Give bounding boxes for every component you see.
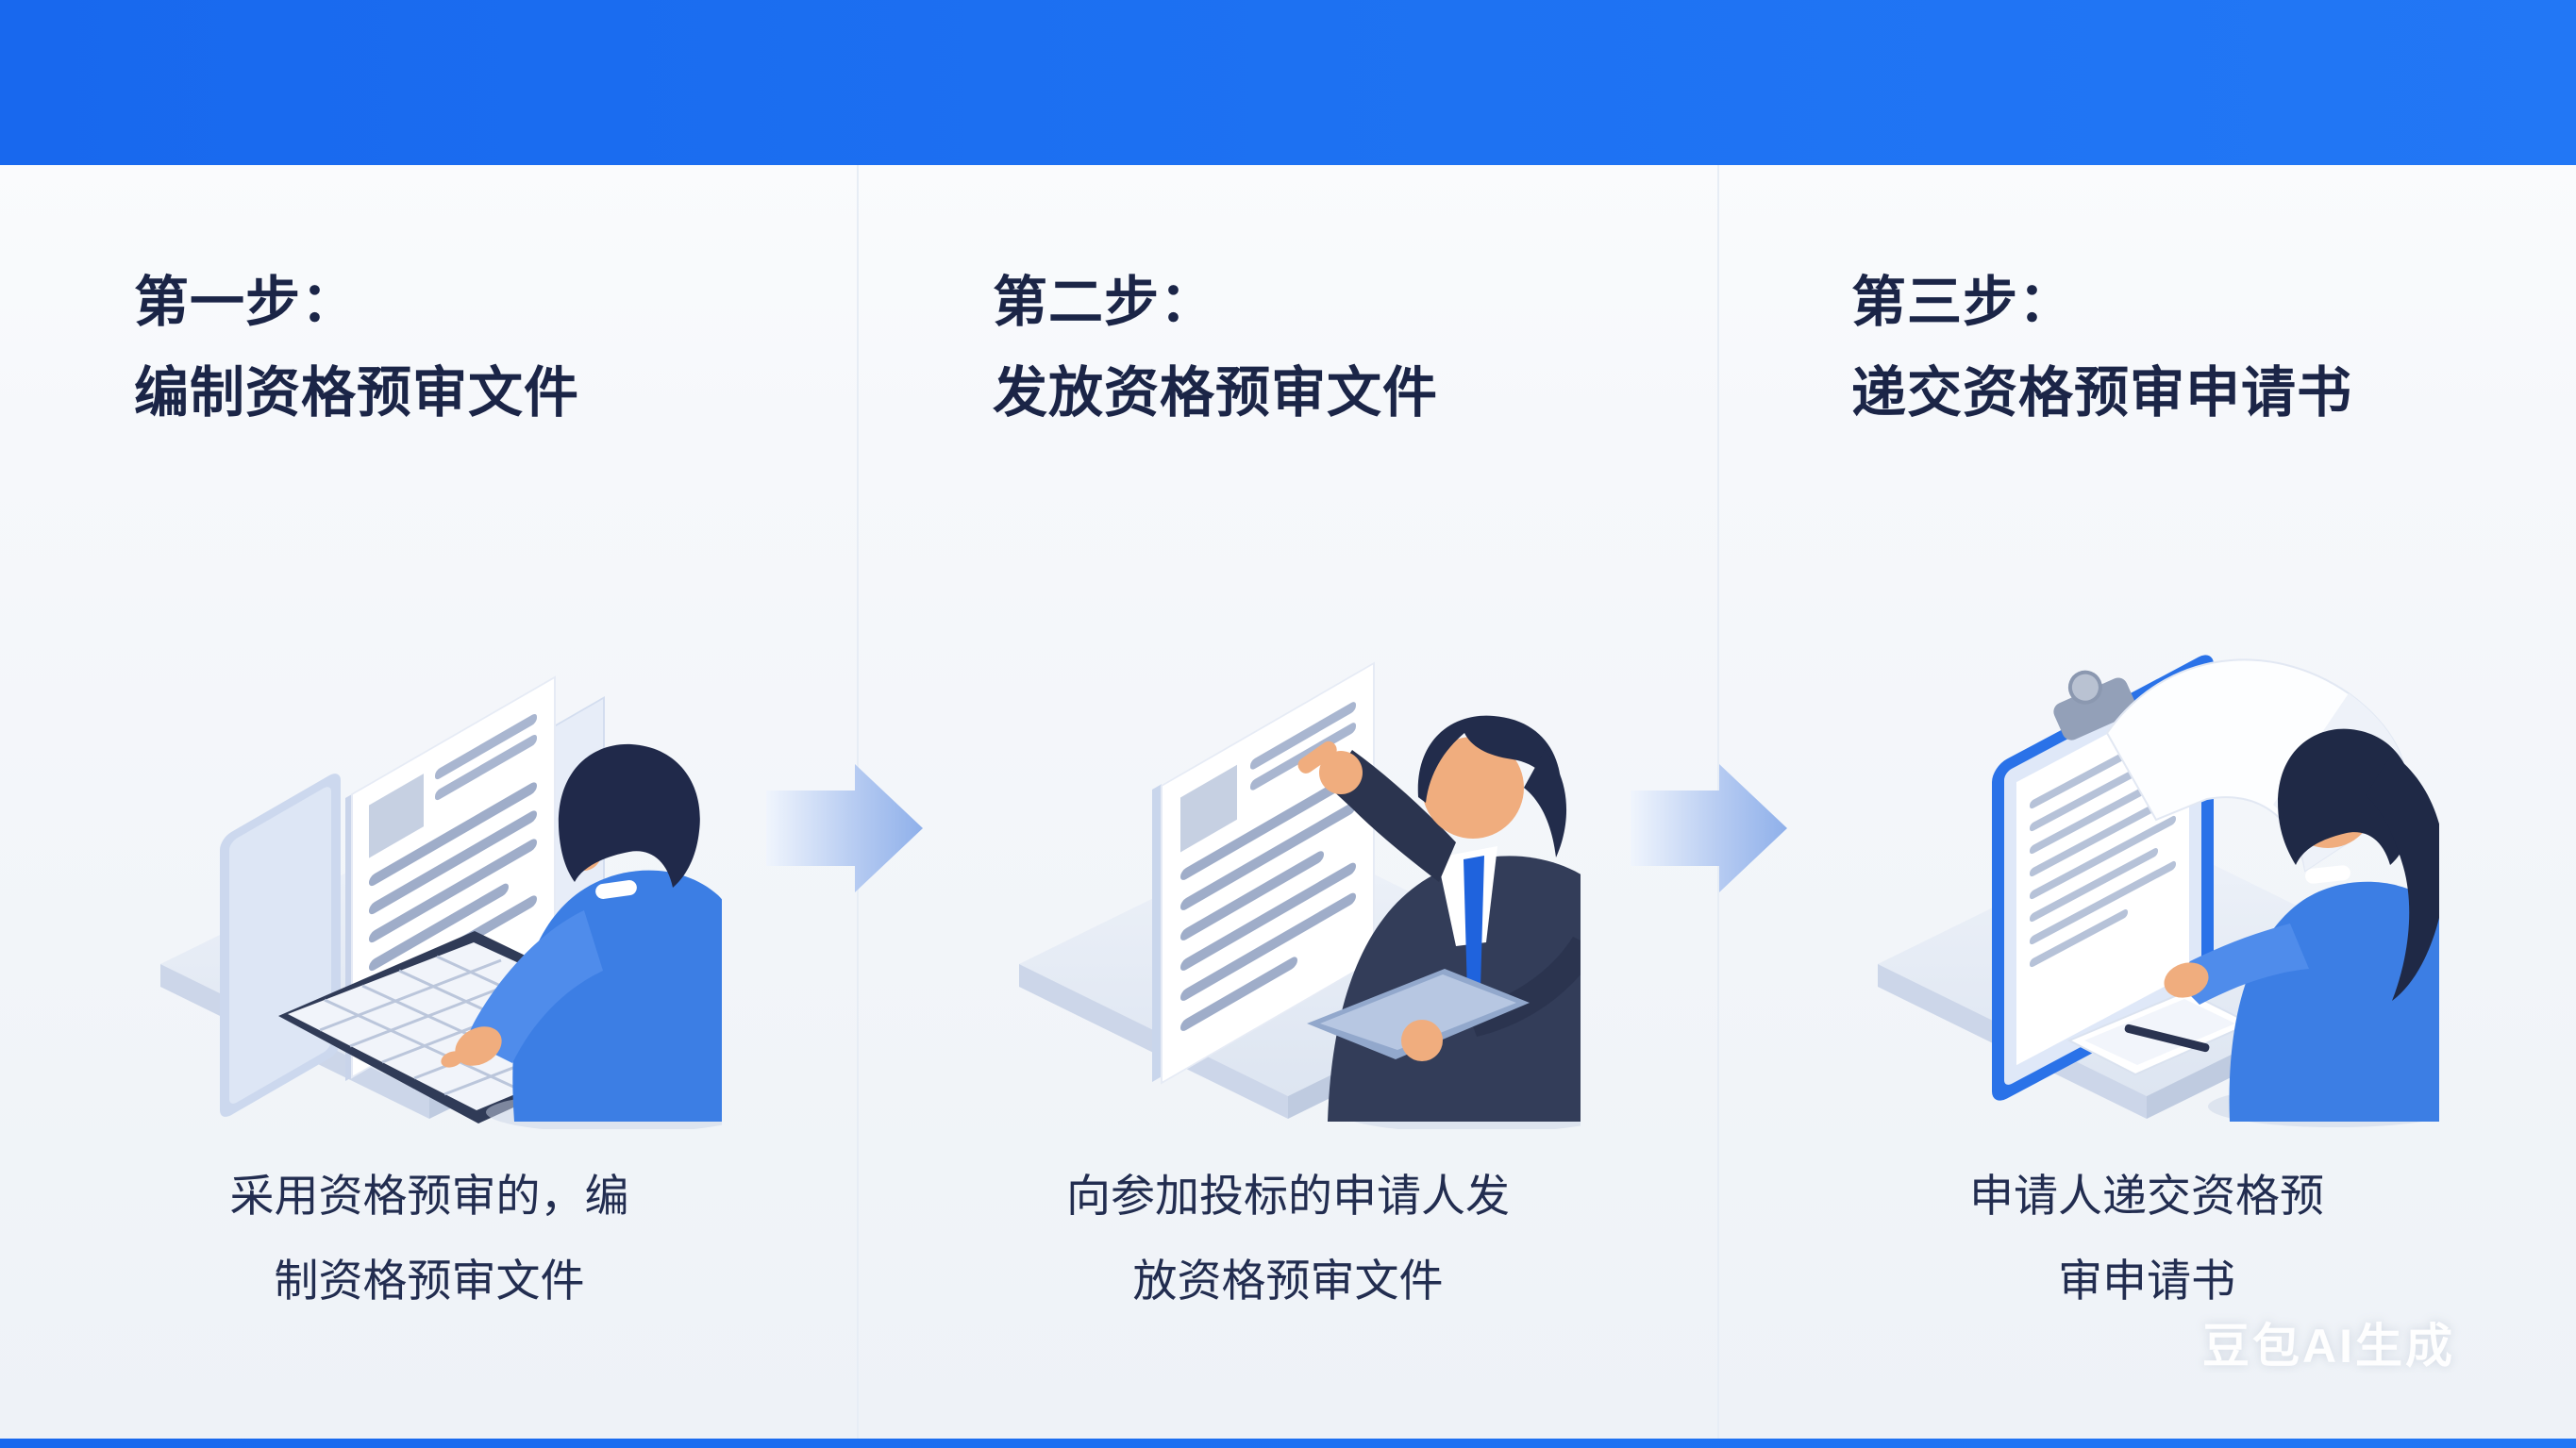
step-2-number-label: 第二步： <box>993 272 1216 333</box>
woman-clipboard-illustration-svg <box>1878 655 2439 1127</box>
description-line: 采用资格预审的，编 <box>229 1171 629 1221</box>
description-line: 放资格预审文件 <box>1132 1256 1444 1306</box>
step-panel-1: 第一步： 编制资格预审文件 <box>0 165 859 1323</box>
step-2-subtitle: 发放资格预审文件 <box>993 362 1439 424</box>
arrow-right-icon <box>766 764 923 892</box>
step-1-description: 采用资格预审的，编 制资格预审文件 <box>0 1154 859 1323</box>
step-3-title: 第三步： 递交资格预审申请书 <box>1851 258 2576 439</box>
step-1-subtitle: 编制资格预审文件 <box>134 362 580 424</box>
illustration-clipboard-submission <box>1717 507 2576 1129</box>
man-figure <box>441 743 722 1129</box>
description-line: 向参加投标的申请人发 <box>1066 1171 1510 1221</box>
pen <box>2124 1024 2210 1053</box>
woman-figure <box>2164 728 2439 1127</box>
description-line: 申请人递交资格预 <box>1969 1171 2324 1221</box>
illustration-typing-document <box>0 507 859 1129</box>
monitor <box>220 774 341 1117</box>
businessman-illustration-svg <box>1019 661 1581 1129</box>
clipboard-clip <box>2053 670 2136 741</box>
step-3-subtitle: 递交资格预审申请书 <box>1851 362 2353 424</box>
step-panel-2: 第二步： 发放资格预审文件 <box>859 165 1717 1323</box>
businessman-figure <box>1297 715 1581 1129</box>
ai-watermark: 豆包AI生成 <box>2202 1320 2455 1373</box>
illustration-presenting-document <box>859 507 1717 1129</box>
man-typing-illustration-svg <box>160 675 722 1129</box>
bottom-banner <box>0 1439 2576 1448</box>
step-3-description: 申请人递交资格预 审申请书 <box>1717 1154 2576 1323</box>
description-line: 审申请书 <box>2058 1256 2235 1306</box>
step-3-number-label: 第三步： <box>1851 272 2075 333</box>
step-2-description: 向参加投标的申请人发 放资格预审文件 <box>859 1154 1717 1323</box>
steps-row: 第一步： 编制资格预审文件 <box>0 165 2576 1323</box>
step-1-number-label: 第一步： <box>134 272 358 333</box>
step-2-title: 第二步： 发放资格预审文件 <box>993 258 1717 439</box>
description-line: 制资格预审文件 <box>274 1256 585 1306</box>
top-banner <box>0 0 2576 165</box>
step-panel-3: 第三步： 递交资格预审申请书 <box>1717 165 2576 1323</box>
arrow-right-icon <box>1631 764 1787 892</box>
step-1-title: 第一步： 编制资格预审文件 <box>134 258 859 439</box>
